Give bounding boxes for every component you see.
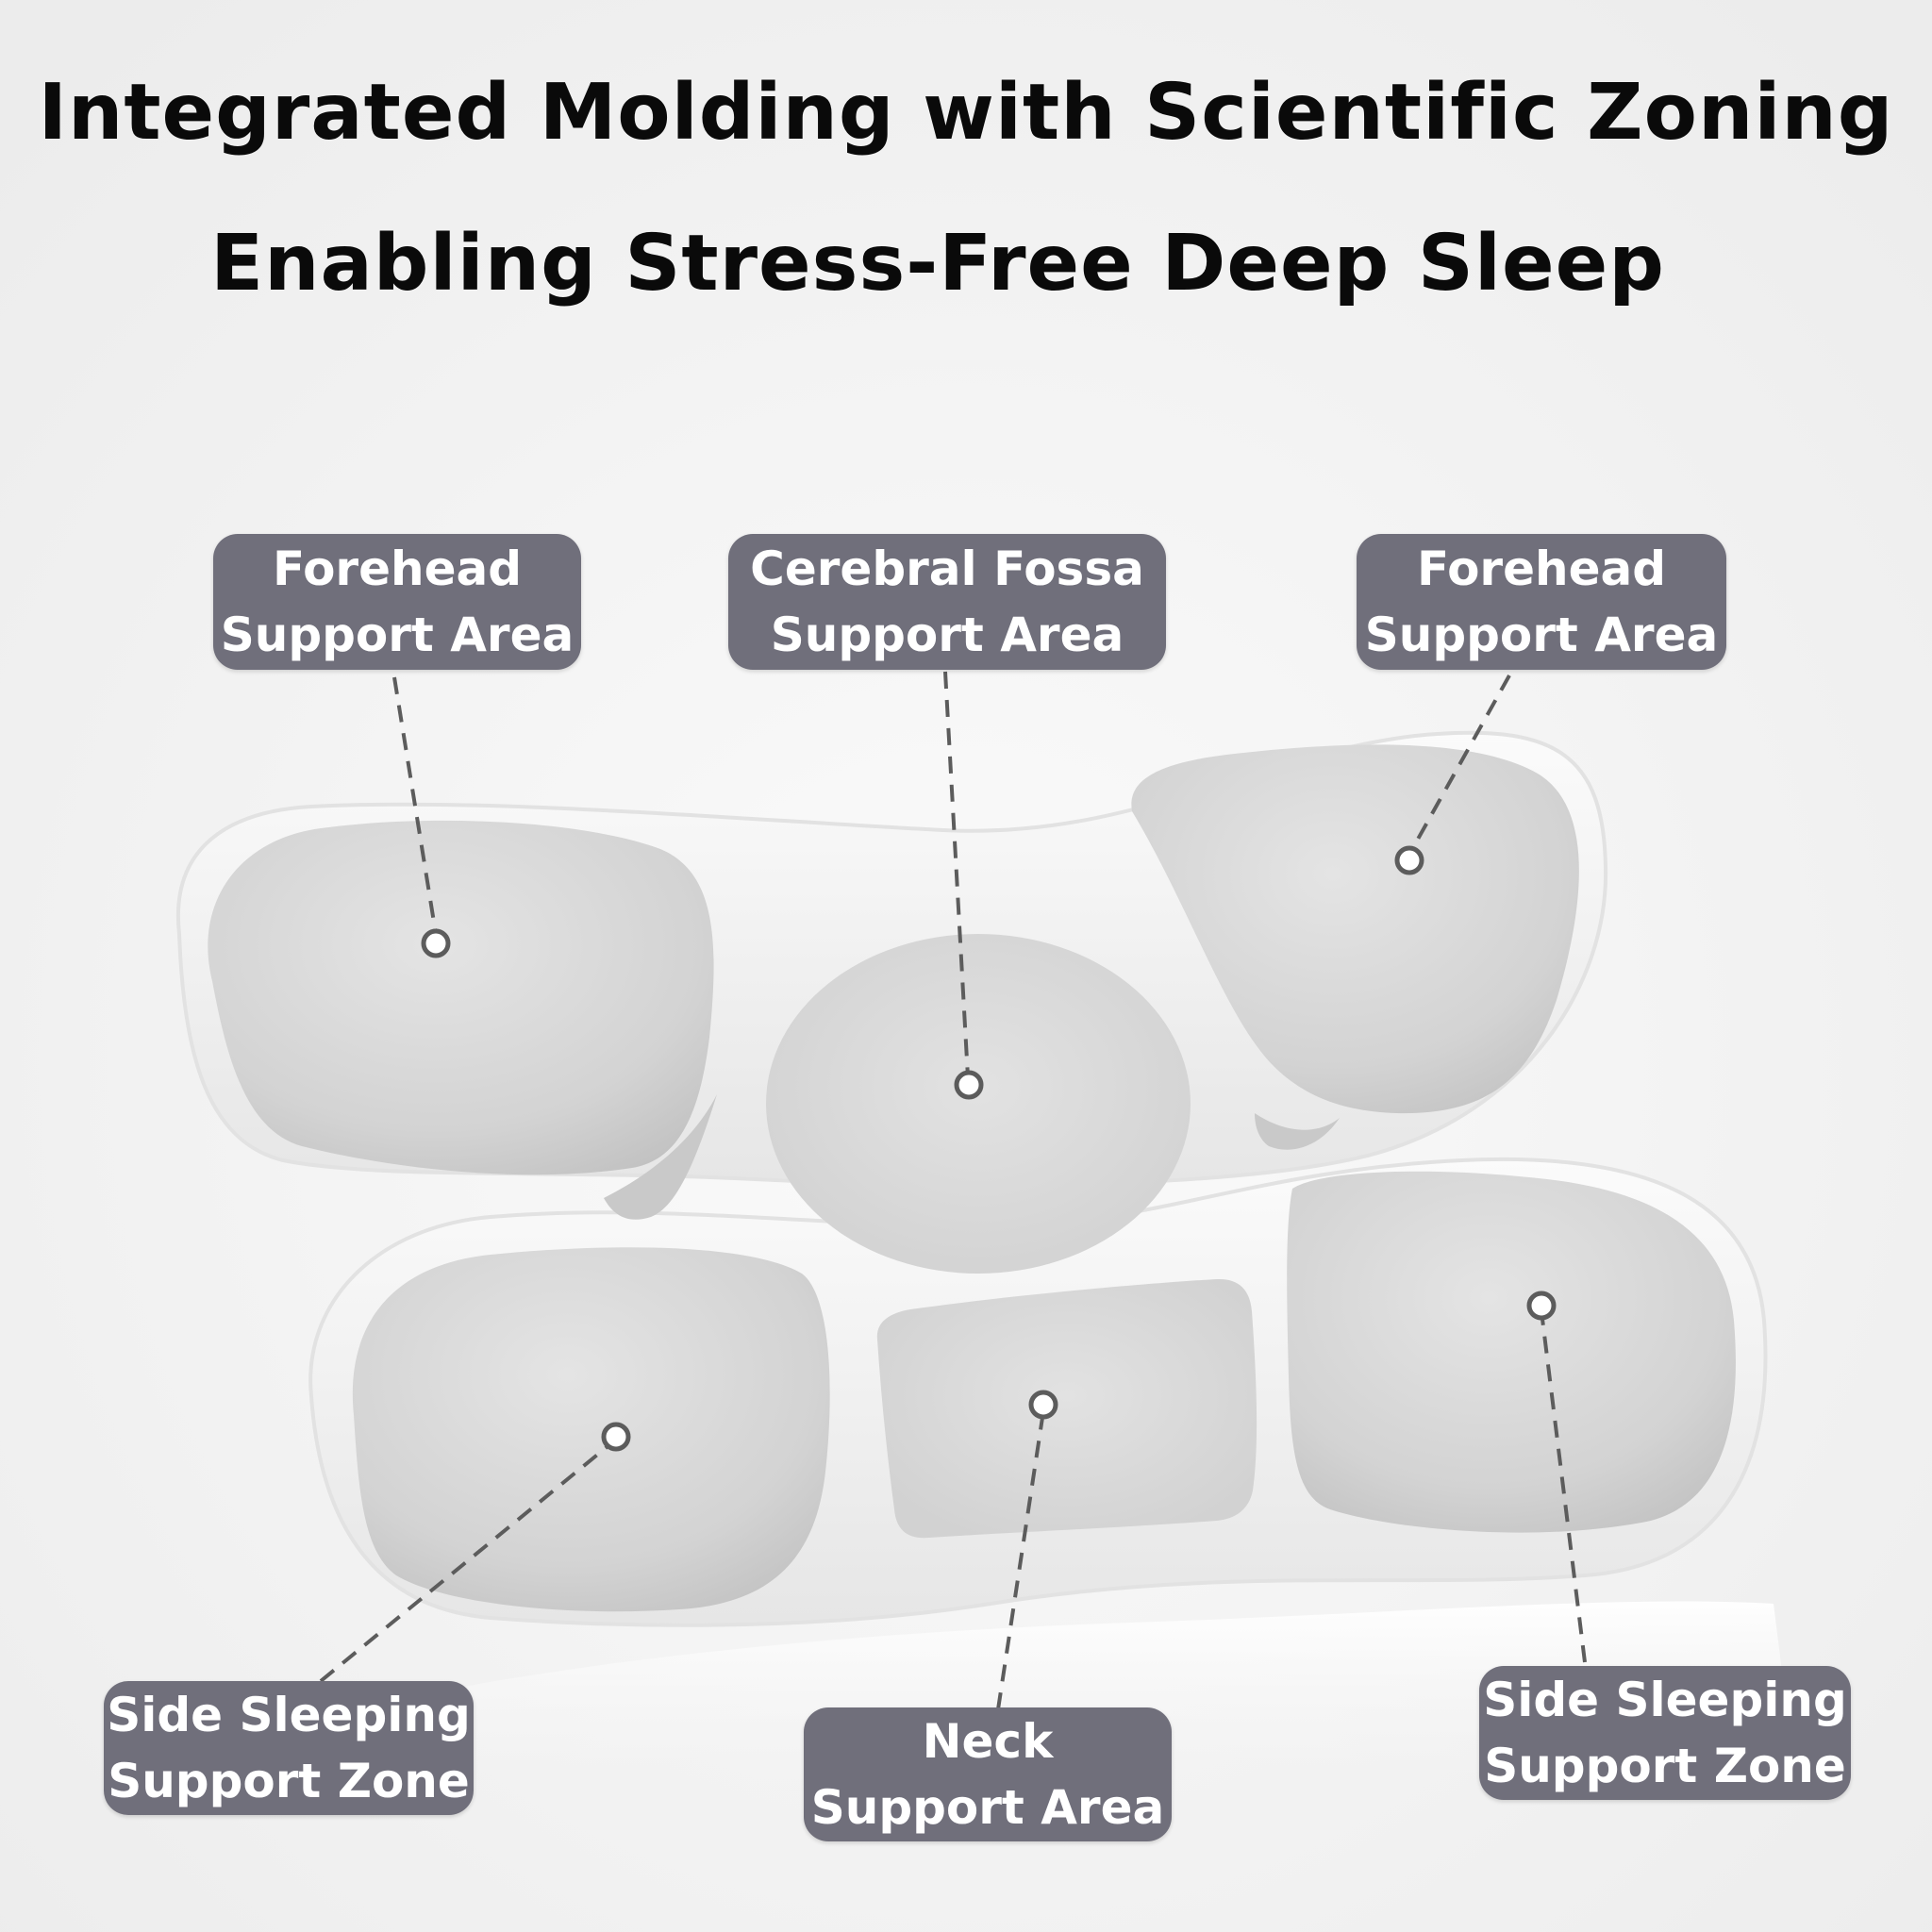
marker-cerebral bbox=[954, 1070, 984, 1100]
forehead-pad-right bbox=[1131, 744, 1579, 1114]
label-forehead-right-line1: Forehead bbox=[1416, 541, 1667, 596]
label-side-left-line1: Side Sleeping bbox=[107, 1688, 471, 1742]
connector-cerebral bbox=[943, 671, 970, 1078]
label-forehead-right-line2: Support Area bbox=[1364, 608, 1719, 662]
connector-side-right bbox=[1540, 1310, 1587, 1663]
label-neck-line1: Neck bbox=[922, 1714, 1054, 1769]
left-notch bbox=[604, 1094, 717, 1220]
label-side-right-line2: Support Zone bbox=[1484, 1739, 1846, 1793]
connector-forehead-right bbox=[1409, 675, 1511, 852]
forehead-pad-left bbox=[208, 820, 714, 1175]
label-side-left: Side Sleeping Support Zone bbox=[104, 1681, 474, 1815]
connector-lines bbox=[319, 671, 1587, 1710]
side-pad-left bbox=[352, 1247, 830, 1612]
label-neck-line2: Support Area bbox=[810, 1780, 1165, 1835]
side-pad-right bbox=[1287, 1171, 1736, 1533]
label-forehead-left-line2: Support Area bbox=[220, 608, 575, 662]
label-side-left-line2: Support Zone bbox=[108, 1754, 470, 1808]
neck-pad bbox=[876, 1278, 1257, 1539]
label-neck: Neck Support Area bbox=[804, 1707, 1172, 1841]
label-cerebral-fossa-line2: Support Area bbox=[770, 608, 1124, 662]
marker-side-right bbox=[1526, 1291, 1557, 1321]
headline-line-1: Integrated Molding with Scientific Zonin… bbox=[38, 68, 1894, 158]
pillow-reflection bbox=[406, 1601, 1792, 1792]
label-forehead-left: Forehead Support Area bbox=[213, 534, 581, 670]
headline-line-2: Enabling Stress-Free Deep Sleep bbox=[210, 219, 1665, 308]
label-side-right-line1: Side Sleeping bbox=[1483, 1673, 1847, 1727]
marker-side-left bbox=[601, 1422, 631, 1452]
connector-forehead-left bbox=[392, 676, 438, 935]
label-cerebral-fossa: Cerebral Fossa Support Area bbox=[728, 534, 1166, 670]
marker-neck bbox=[1028, 1390, 1058, 1420]
right-notch bbox=[1255, 1113, 1340, 1150]
connector-side-left bbox=[319, 1441, 613, 1683]
marker-forehead-left bbox=[421, 928, 451, 958]
label-cerebral-fossa-line1: Cerebral Fossa bbox=[750, 541, 1144, 596]
connector-neck bbox=[996, 1410, 1045, 1710]
label-forehead-left-line1: Forehead bbox=[272, 541, 523, 596]
cerebral-fossa-pad bbox=[766, 934, 1191, 1274]
marker-dots bbox=[421, 845, 1557, 1452]
marker-forehead-right bbox=[1394, 845, 1424, 875]
label-forehead-right: Forehead Support Area bbox=[1357, 534, 1726, 670]
label-side-right: Side Sleeping Support Zone bbox=[1479, 1666, 1851, 1800]
